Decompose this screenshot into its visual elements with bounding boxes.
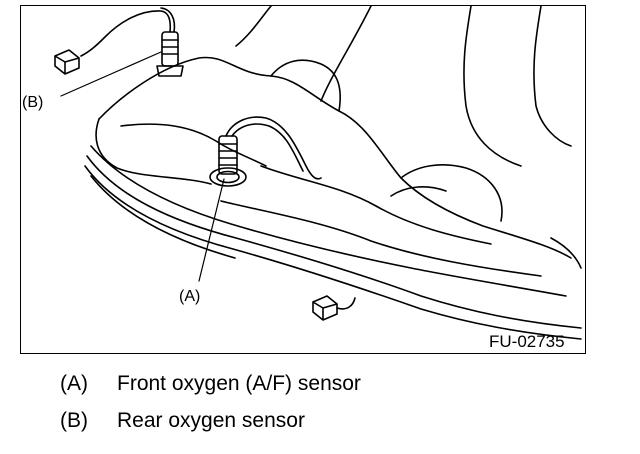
sensor-a-body	[218, 135, 238, 175]
sensor-b-wire-2	[160, 7, 176, 33]
legend-text: Front oxygen (A/F) sensor	[117, 372, 361, 395]
figure-frame: (B) (A) FU-02735	[20, 5, 586, 354]
far-right-edge	[550, 237, 582, 269]
legend: (A) Front oxygen (A/F) sensor (B) Rear o…	[60, 372, 361, 446]
flange-line-2	[84, 165, 582, 340]
callout-a: (A)	[179, 288, 201, 305]
sensor-a-threads	[218, 143, 238, 166]
leader-line-b	[60, 51, 162, 97]
flange-line-3	[90, 175, 236, 259]
inner-contour-1	[95, 118, 212, 185]
upper-pipe-right	[320, 6, 372, 102]
upper-pipe-left	[235, 6, 272, 47]
legend-item: (A) Front oxygen (A/F) sensor	[60, 372, 361, 409]
exhaust-pipe-illustration	[54, 6, 582, 340]
sensor-b-body	[161, 31, 179, 67]
sensor-b-nut	[156, 65, 184, 77]
upper-pipe-lobe	[270, 59, 341, 112]
inner-contour-3	[260, 165, 492, 245]
connector-b	[54, 49, 80, 75]
sensor-a-boss-inner	[216, 170, 240, 184]
sensor-b-wire	[80, 10, 172, 57]
inner-contour-4	[220, 200, 542, 277]
legend-item: (B) Rear oxygen sensor	[60, 409, 361, 446]
sensor-a-wire	[225, 116, 322, 180]
legend-key: (B)	[60, 409, 88, 432]
connector-lower-wire	[336, 297, 356, 310]
sensor-b-threads	[161, 39, 179, 55]
exhaust-body-lower-edge	[90, 145, 567, 297]
inner-contour-2	[120, 123, 267, 167]
right-bulge-inner	[390, 186, 447, 197]
right-bulge	[400, 164, 503, 222]
callout-b: (B)	[22, 94, 44, 111]
leader-line-a	[198, 178, 225, 282]
flange-line-1	[86, 155, 582, 329]
right-pipe-lower	[533, 6, 572, 147]
connector-lower	[312, 295, 338, 321]
right-pipe-upper	[463, 6, 522, 167]
sensor-a-boss-outer	[209, 167, 247, 187]
sensor-a-wire-2	[231, 123, 304, 172]
legend-key: (A)	[60, 372, 88, 395]
figure-id: FU-02735	[489, 332, 565, 351]
legend-text: Rear oxygen sensor	[117, 409, 305, 432]
